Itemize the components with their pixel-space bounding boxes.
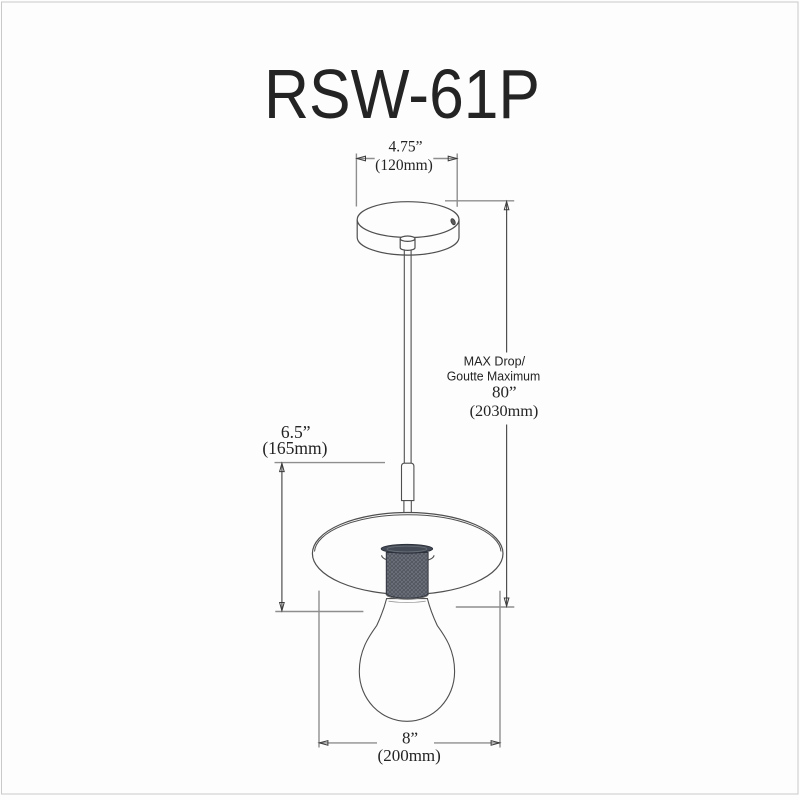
svg-text:RSW-61P: RSW-61P (264, 55, 540, 133)
svg-text:8”: 8” (402, 728, 418, 747)
svg-text:MAX Drop/: MAX Drop/ (464, 353, 526, 368)
svg-text:4.75”: 4.75” (388, 139, 422, 156)
svg-text:(165mm): (165mm) (262, 438, 327, 458)
svg-text:(2030mm): (2030mm) (470, 401, 539, 420)
svg-text:6.5”: 6.5” (281, 422, 311, 442)
svg-text:Goutte Maximum: Goutte Maximum (447, 368, 541, 383)
svg-text:80”: 80” (492, 383, 517, 402)
svg-text:(200mm): (200mm) (378, 746, 441, 765)
svg-text:(120mm): (120mm) (375, 157, 433, 174)
